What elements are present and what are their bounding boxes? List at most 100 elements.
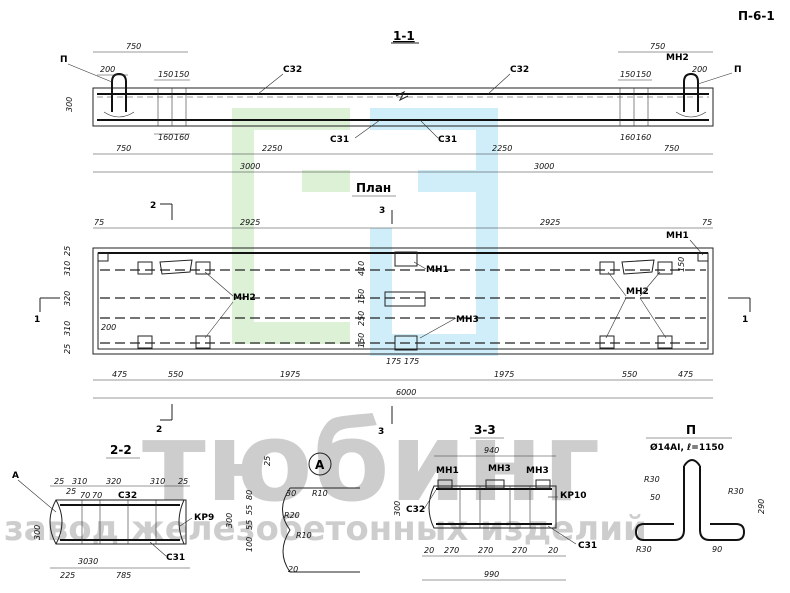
- dim-150-d: 150: [636, 70, 651, 79]
- label-c32-3-3: С32: [406, 505, 425, 515]
- plan-slab: [92, 247, 714, 355]
- label-mn3: МН3: [456, 315, 479, 325]
- label-c31-left: С31: [330, 135, 349, 145]
- dim-2-2-25a: 25: [54, 477, 64, 486]
- cut-3-bottom: 3: [378, 427, 384, 437]
- radius-p-r30-right: R30: [728, 487, 744, 496]
- dim-2-2-320: 320: [106, 477, 121, 486]
- dim-1975-right: 1975: [494, 370, 514, 379]
- sheet-code: П-6-1: [738, 9, 775, 23]
- detail-a-title: А: [315, 458, 325, 472]
- radius-a-r20: R20: [284, 511, 300, 520]
- dim-320-side: 320: [63, 291, 72, 306]
- dim-150-b: 150: [174, 70, 189, 79]
- label-mn2-top: МН2: [666, 53, 689, 63]
- dim-550-left: 550: [168, 370, 183, 379]
- label-a: А: [12, 471, 19, 481]
- plan-title: План: [356, 181, 391, 195]
- dim-750-bot-right: 750: [664, 144, 679, 153]
- bar-spec: Ø14АI, ℓ=1150: [650, 442, 724, 453]
- label-kr10: КР10: [560, 491, 586, 501]
- label-mn2-left: МН2: [233, 293, 256, 303]
- label-c32-2-2: С32: [118, 491, 137, 501]
- plan-view: План 2 3 75 2925 2925 75: [34, 181, 751, 437]
- dim-2-2-30a: 30: [78, 557, 88, 566]
- dim-2250-left: 2250: [262, 144, 282, 153]
- dim-2-2-30b: 30: [88, 557, 98, 566]
- dim-750-top-right: 750: [650, 42, 665, 51]
- dim-150-c: 150: [620, 70, 635, 79]
- dim-160-b: 160: [174, 133, 189, 142]
- dim-p-50: 50: [650, 493, 660, 502]
- dim-160-a: 160: [158, 133, 173, 142]
- watermark-subtext: завод железобетонных изделий: [4, 509, 647, 549]
- label-p-left: П: [60, 55, 68, 65]
- radius-a-r10-top: R10: [312, 489, 328, 498]
- label-mn3-3-3-b: МН3: [526, 466, 549, 476]
- dim-3-3-20b: 20: [548, 546, 558, 555]
- dim-3-3-940: 940: [484, 446, 499, 455]
- dim-750-bot-left: 750: [116, 144, 131, 153]
- dim-150-plan-a: 150: [357, 289, 366, 304]
- label-mn1-right: МН1: [666, 231, 689, 241]
- dim-a-55a: 55: [245, 520, 254, 530]
- dim-a-25: 25: [263, 456, 272, 466]
- dim-25-side-bot: 25: [63, 344, 72, 354]
- dim-2-2-25b: 25: [178, 477, 188, 486]
- cut-1-right: 1: [742, 315, 748, 325]
- cut-3-top: 3: [379, 206, 385, 216]
- dim-550-right: 550: [622, 370, 637, 379]
- dim-175-b: 175: [404, 357, 419, 366]
- dim-3-3-270b: 270: [478, 546, 493, 555]
- dim-3-3-270c: 270: [512, 546, 527, 555]
- dim-150-plan-c: 150: [677, 257, 686, 272]
- lifting-loop-right: [683, 72, 699, 112]
- section-3-3: 3-3 940 МН1 МН3 МН3 КР10 С32 300 С31 20 …: [393, 423, 597, 581]
- label-mn1-3-3: МН1: [436, 466, 459, 476]
- dim-3-3-20a: 20: [424, 546, 434, 555]
- dim-a-80: 80: [245, 490, 254, 500]
- dim-150-a: 150: [158, 70, 173, 79]
- detail-a: А 25 30 R10 R20 R10 300 100 55 55 80 20: [225, 452, 360, 574]
- section-2-2-title: 2-2: [110, 443, 132, 457]
- dim-75-left: 75: [94, 218, 104, 227]
- label-c32-left: С32: [283, 65, 302, 75]
- detail-p-title: П: [686, 423, 696, 437]
- dim-300-side: 300: [65, 97, 74, 112]
- dim-2250-right: 2250: [492, 144, 512, 153]
- section-3-3-outline: [428, 485, 557, 529]
- cut-2-bottom: 2: [156, 425, 162, 435]
- label-c31-3-3: С31: [578, 541, 597, 551]
- dim-310-side-a: 310: [63, 261, 72, 276]
- dim-3000-right: 3000: [534, 162, 554, 171]
- label-mn3-3-3-a: МН3: [488, 464, 511, 474]
- dim-6000: 6000: [396, 388, 416, 397]
- section-3-3-title: 3-3: [474, 423, 496, 437]
- dim-2-2-70a: 70: [80, 491, 90, 500]
- label-c32-right: С32: [510, 65, 529, 75]
- dim-p-90: 90: [712, 545, 722, 554]
- dim-310-side-b: 310: [63, 321, 72, 336]
- dim-25-side-top: 25: [63, 246, 72, 256]
- label-p-right: П: [734, 65, 742, 75]
- dim-2-2-785: 785: [116, 571, 131, 580]
- dim-a-100: 100: [245, 537, 254, 552]
- dim-175-a: 175: [386, 357, 401, 366]
- dim-2925-left: 2925: [240, 218, 260, 227]
- dim-2-2-25c: 25: [66, 487, 76, 496]
- label-c31-2-2: С31: [166, 553, 185, 563]
- dim-160-d: 160: [636, 133, 651, 142]
- dim-a-20: 20: [288, 565, 298, 574]
- dim-3-3-990: 990: [484, 570, 499, 579]
- label-mn1-center: МН1: [426, 265, 449, 275]
- section-1-1: 1-1 750 750 200 200 150 150 150 150 П П: [60, 29, 742, 173]
- dim-200-right: 200: [692, 65, 707, 74]
- dim-2-2-70b: 70: [92, 491, 102, 500]
- section-1-1-title: 1-1: [393, 29, 415, 43]
- dim-160-c: 160: [620, 133, 635, 142]
- section-2-2-outline: [49, 499, 187, 545]
- dim-475-right: 475: [678, 370, 693, 379]
- dim-250: 250: [357, 311, 366, 326]
- dim-3-3-300: 300: [393, 501, 402, 516]
